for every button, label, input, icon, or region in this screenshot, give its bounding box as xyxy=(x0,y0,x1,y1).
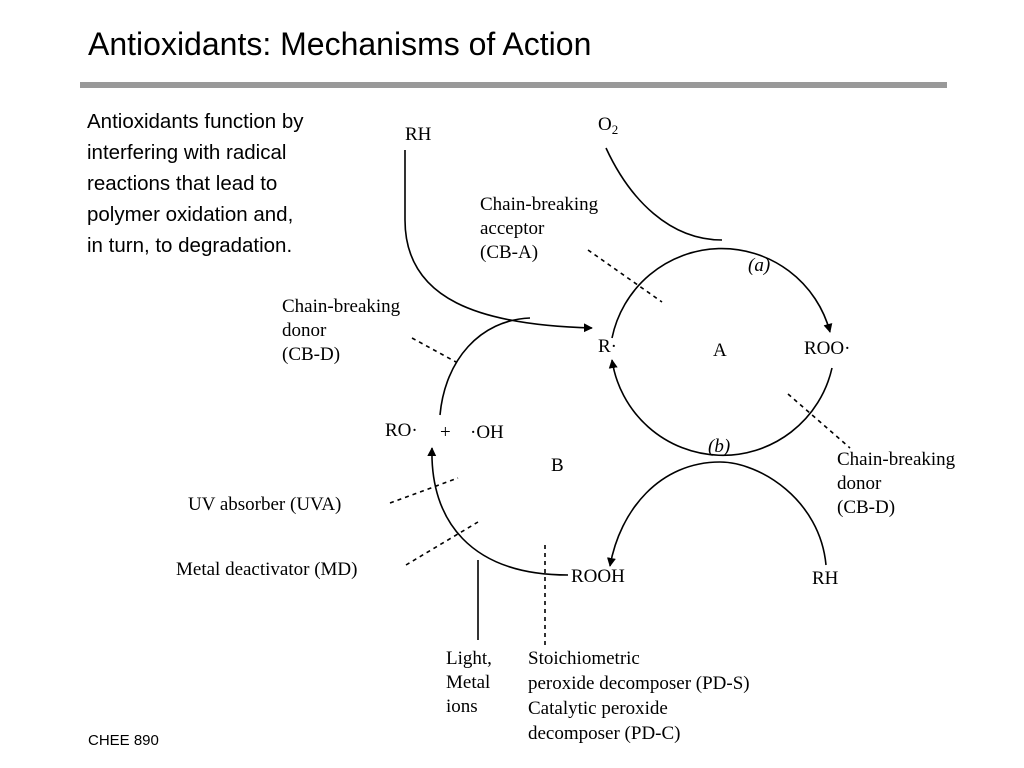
body-text: Antioxidants function by interfering wit… xyxy=(87,106,377,261)
cycle-b-arc-rooh-to-ro xyxy=(427,447,569,576)
species-rh-top: RH xyxy=(405,124,432,145)
species-ro-radical: RO· xyxy=(385,420,418,441)
cycle-b-label: B xyxy=(551,455,564,476)
species-roo-radical: ROO· xyxy=(804,338,850,359)
cycle-a-label: A xyxy=(713,340,727,361)
body-line: reactions that lead to xyxy=(87,172,278,195)
species-o2: O2 xyxy=(598,114,618,137)
cycle-a-arc-roo-to-r xyxy=(608,359,833,457)
species-rh-bottom: RH xyxy=(812,568,839,589)
body-line: in turn, to degradation. xyxy=(87,234,293,257)
slide-footer: CHEE 890 xyxy=(88,732,159,749)
cycle-b-arc-ro-to-r xyxy=(439,317,531,416)
annotation-light-metal-ions: Light, Metal ions xyxy=(446,648,497,717)
annotation-cbd-right: Chain-breaking donor (CB-D) xyxy=(837,449,960,518)
cycle-a-arc-r-to-roo xyxy=(611,247,833,339)
uva-pointer xyxy=(389,477,459,504)
slide-title: Antioxidants: Mechanisms of Action xyxy=(88,26,592,62)
species-oh-radical: ·OH xyxy=(470,422,504,443)
cba-pointer xyxy=(587,249,663,303)
o2-feed-arrow xyxy=(605,147,723,241)
annotation-md: Metal deactivator (MD) xyxy=(176,559,357,580)
title-divider xyxy=(80,82,947,88)
annotation-pds: Stoichiometric peroxide decomposer (PD-S… xyxy=(528,648,750,694)
rh-to-r-arrow xyxy=(404,150,593,333)
species-r-radical: R· xyxy=(598,336,617,357)
step-b-label: (b) xyxy=(708,436,730,457)
step-a-label: (a) xyxy=(748,255,770,276)
rh-to-rooh-arrow xyxy=(606,461,827,567)
species-rooh: ROOH xyxy=(571,566,625,587)
annotation-cbd-left: Chain-breaking donor (CB-D) xyxy=(282,296,405,365)
body-line: polymer oxidation and, xyxy=(87,203,294,226)
body-line: interfering with radical xyxy=(87,141,287,164)
annotation-cba: Chain-breaking acceptor (CB-A) xyxy=(480,194,603,263)
body-line: Antioxidants function by xyxy=(87,110,304,133)
cbd-left-pointer xyxy=(411,337,457,363)
md-pointer xyxy=(405,521,479,566)
cbd-right-pointer xyxy=(787,393,851,449)
annotation-pdc: Catalytic peroxide decomposer (PD-C) xyxy=(528,698,681,744)
species-plus: + xyxy=(440,422,451,443)
annotation-uva: UV absorber (UVA) xyxy=(188,494,341,515)
